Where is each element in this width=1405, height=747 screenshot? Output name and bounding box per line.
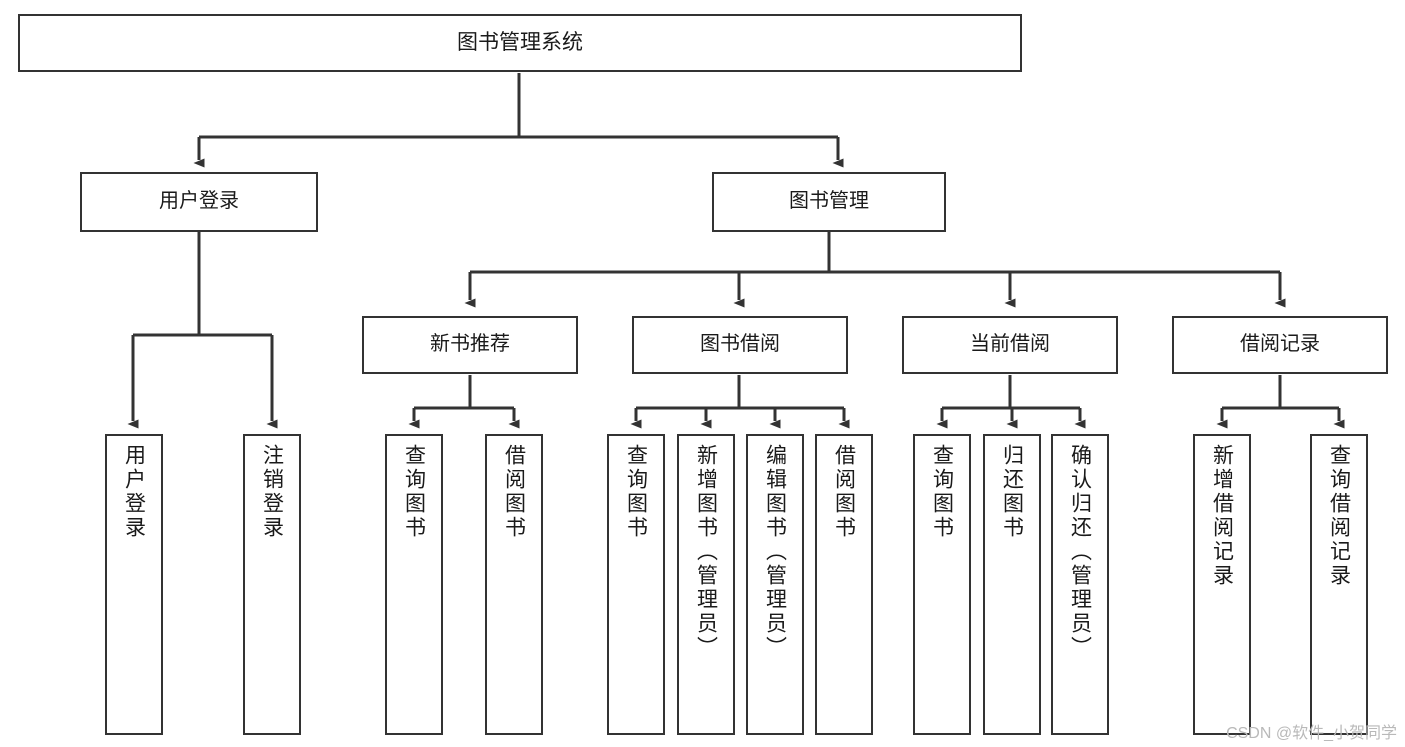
- node-user-login[interactable]: 用户登录: [80, 172, 318, 232]
- node-label: 新增借阅记录: [1210, 444, 1234, 588]
- leaf-current-return-book[interactable]: 归还图书: [983, 434, 1041, 735]
- leaf-borrow-query-book[interactable]: 查询图书: [607, 434, 665, 735]
- node-label: 注销登录: [260, 444, 284, 540]
- node-label: 用户登录: [122, 444, 146, 540]
- node-label: 查询图书: [930, 444, 954, 540]
- node-label: 新增图书（管理员）: [694, 444, 718, 660]
- node-label: 借阅图书: [502, 444, 526, 540]
- leaf-record-add-record[interactable]: 新增借阅记录: [1193, 434, 1251, 735]
- leaf-user-login-signout[interactable]: 注销登录: [243, 434, 301, 735]
- node-label: 归还图书: [1000, 444, 1024, 540]
- node-label: 查询图书: [624, 444, 648, 540]
- node-label: 查询图书: [402, 444, 426, 540]
- node-label: 查询借阅记录: [1327, 444, 1351, 588]
- csdn-watermark: CSDN @软件_小贺同学: [1226, 725, 1397, 742]
- leaf-record-query-record[interactable]: 查询借阅记录: [1310, 434, 1368, 735]
- leaf-borrow-edit-book-admin[interactable]: 编辑图书（管理员）: [746, 434, 804, 735]
- node-book-management[interactable]: 图书管理: [712, 172, 946, 232]
- node-new-book-recommend[interactable]: 新书推荐: [362, 316, 578, 374]
- leaf-borrow-add-book-admin[interactable]: 新增图书（管理员）: [677, 434, 735, 735]
- leaf-recommend-borrow-book[interactable]: 借阅图书: [485, 434, 543, 735]
- node-current-borrow[interactable]: 当前借阅: [902, 316, 1118, 374]
- node-label: 新书推荐: [430, 333, 510, 356]
- node-label: 编辑图书（管理员）: [763, 444, 787, 660]
- node-label: 图书管理: [789, 190, 869, 213]
- node-label: 当前借阅: [970, 333, 1050, 356]
- leaf-borrow-borrow-book[interactable]: 借阅图书: [815, 434, 873, 735]
- node-root-system[interactable]: 图书管理系统: [18, 14, 1022, 72]
- node-label: 借阅记录: [1240, 333, 1320, 356]
- node-book-borrow[interactable]: 图书借阅: [632, 316, 848, 374]
- leaf-current-query-book[interactable]: 查询图书: [913, 434, 971, 735]
- node-label: 借阅图书: [832, 444, 856, 540]
- leaf-current-confirm-return-admin[interactable]: 确认归还（管理员）: [1051, 434, 1109, 735]
- node-label: 图书借阅: [700, 333, 780, 356]
- node-label: 图书管理系统: [457, 30, 583, 54]
- node-label: 用户登录: [159, 190, 239, 213]
- leaf-user-login-signin[interactable]: 用户登录: [105, 434, 163, 735]
- node-borrow-record[interactable]: 借阅记录: [1172, 316, 1388, 374]
- leaf-recommend-query-book[interactable]: 查询图书: [385, 434, 443, 735]
- node-label: 确认归还（管理员）: [1068, 444, 1092, 660]
